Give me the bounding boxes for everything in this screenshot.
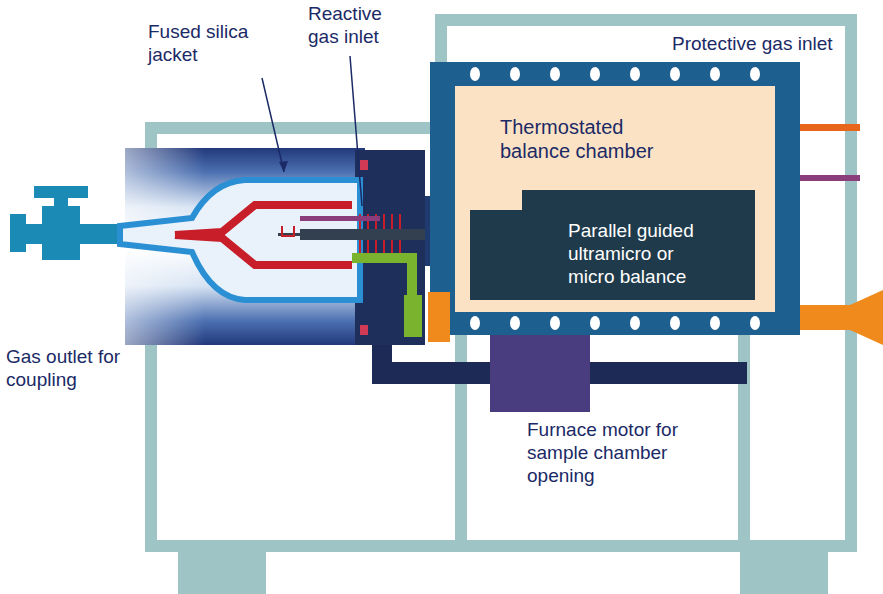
balance-block: Parallel guided ultramicro or micro bala… — [470, 190, 755, 300]
crucible — [282, 226, 294, 236]
furnace-flange — [355, 150, 425, 345]
part-label: Fused silica jacket — [148, 20, 278, 66]
furnace-motor — [490, 328, 590, 412]
gas-pipe — [404, 295, 422, 337]
chamber-label: Thermostated balance chamber — [500, 115, 675, 163]
seal — [360, 325, 368, 335]
balance-chamber: Thermostated balance chamberParallel gui… — [455, 86, 775, 312]
part-label: Protective gas inlet — [672, 32, 872, 55]
gas-pipe — [800, 124, 860, 131]
part-label: Gas outlet for coupling — [6, 345, 121, 391]
orange-fitting — [428, 292, 450, 342]
leader-arrow — [279, 161, 288, 172]
reactive-gas-tube — [300, 216, 380, 221]
balance-label: Parallel guided ultramicro or micro bala… — [568, 220, 723, 288]
part-label: Furnace motor for sample chamber opening — [527, 418, 732, 488]
chamber-wall — [430, 62, 800, 335]
orange-fitting — [800, 290, 883, 345]
leader-line — [262, 56, 362, 206]
gas-pipe — [800, 175, 860, 181]
part-label: Reactive gas inlet — [308, 2, 408, 48]
seal — [360, 160, 368, 170]
gas-pipe — [352, 258, 412, 330]
outlet-valve — [10, 186, 130, 260]
